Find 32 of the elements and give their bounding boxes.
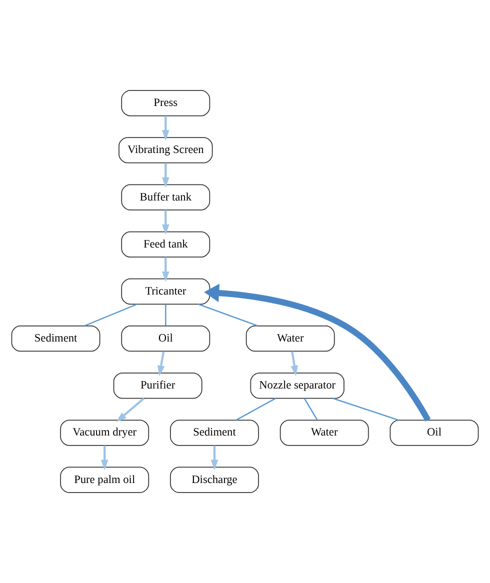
node-box: Vacuum dryer — [60, 420, 150, 446]
arrow — [162, 116, 170, 141]
connector — [304, 398, 318, 420]
node-box: Feed tank — [121, 231, 210, 258]
arrow — [290, 351, 298, 376]
arrow — [116, 398, 145, 422]
connector — [164, 304, 166, 326]
arrow — [100, 446, 108, 470]
connector — [236, 398, 276, 421]
arrow — [162, 210, 170, 235]
node-box: Tricanter — [121, 278, 210, 305]
node-box: Vibrating Screen — [118, 137, 213, 164]
node-box: Nozzle separator — [250, 372, 344, 399]
node-box: Discharge — [170, 466, 259, 493]
node-box: Sediment — [170, 420, 259, 446]
arrow — [204, 284, 431, 422]
node-box: Water — [246, 326, 335, 352]
arrow — [162, 257, 170, 282]
arrow — [157, 351, 165, 376]
node-box: Pure palm oil — [60, 466, 150, 493]
node-box: Buffer tank — [121, 184, 210, 210]
node-box: Press — [121, 90, 210, 116]
node-box: Water — [280, 420, 369, 446]
node-box: Purifier — [113, 372, 202, 399]
node-box: Sediment — [11, 326, 100, 352]
arrow — [162, 163, 170, 188]
node-box: Oil — [390, 420, 479, 446]
connector — [84, 304, 138, 326]
connector — [332, 398, 399, 421]
arrow — [210, 446, 218, 470]
node-box: Oil — [121, 326, 210, 352]
connector — [198, 304, 258, 326]
